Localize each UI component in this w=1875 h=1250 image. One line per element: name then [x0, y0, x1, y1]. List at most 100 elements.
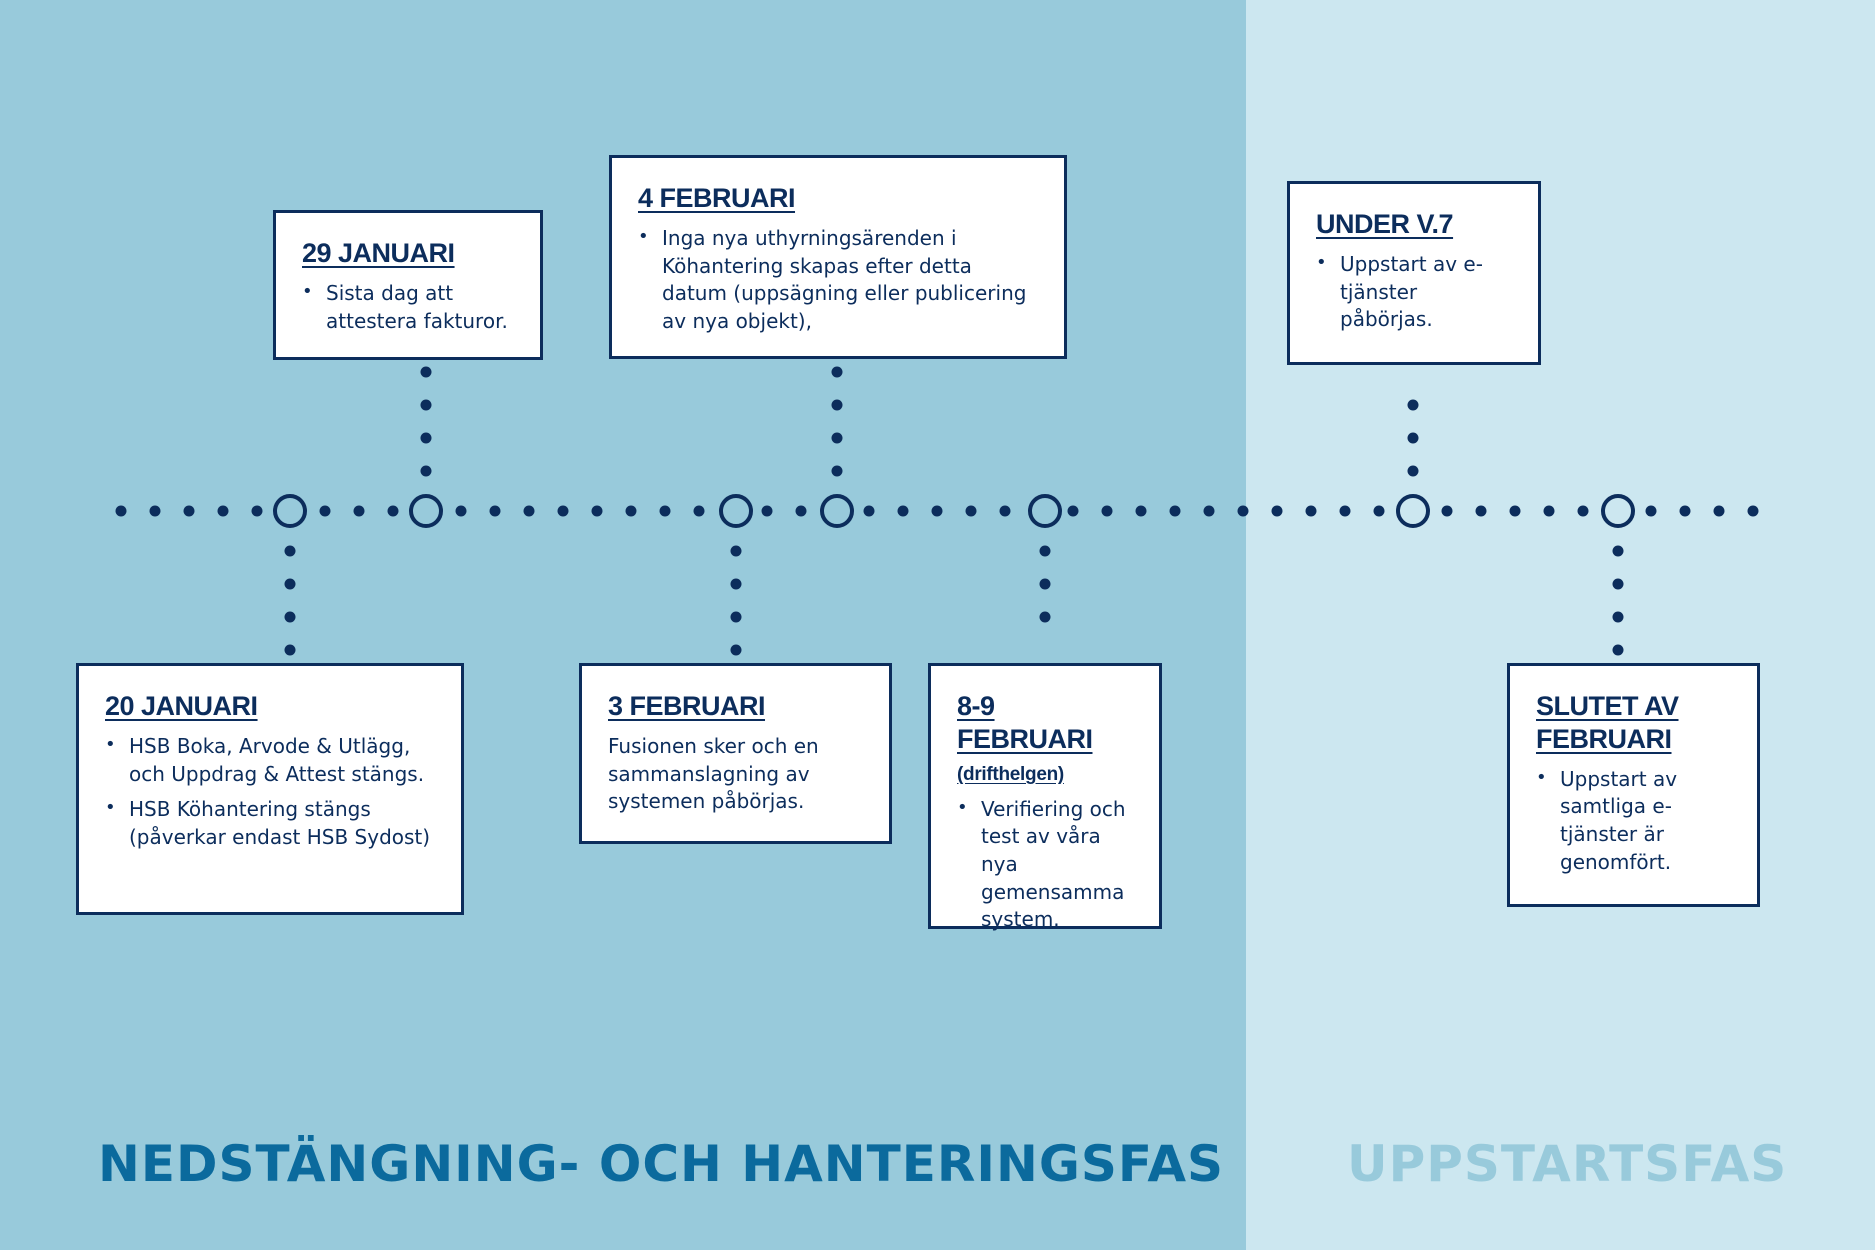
connector-dot — [730, 611, 742, 623]
event-date: 20 JANUARI — [105, 691, 258, 721]
connector-dot — [284, 578, 296, 590]
timeline-dot — [149, 505, 161, 517]
timeline-dot — [251, 505, 263, 517]
event-card-jan20: 20 JANUARI HSB Boka, Arvode & Utlägg, oc… — [76, 663, 464, 915]
connector-dot — [1407, 465, 1419, 477]
timeline-dot — [1645, 505, 1657, 517]
timeline-dot — [591, 505, 603, 517]
timeline-dot — [931, 505, 943, 517]
milestone-marker-endfeb — [1601, 494, 1635, 528]
timeline-dot — [1237, 505, 1249, 517]
event-card-feb4: 4 FEBRUARI Inga nya uthyrningsärenden i … — [609, 155, 1067, 359]
event-date: 4 FEBRUARI — [638, 183, 796, 213]
timeline-dot — [319, 505, 331, 517]
milestone-marker-jan20 — [273, 494, 307, 528]
connector-dot — [831, 366, 843, 378]
event-bullet: HSB Köhantering stängs (påverkar endast … — [105, 796, 437, 851]
event-bullet: Uppstart av samtliga e-tjänster är genom… — [1536, 766, 1733, 876]
event-date: SLUTET AV FEBRUARI — [1536, 691, 1679, 754]
timeline-dot — [1203, 505, 1215, 517]
event-date: 8-9 FEBRUARI — [957, 691, 1093, 754]
event-card-feb89: 8-9 FEBRUARI (drifthelgen) Verifiering o… — [928, 663, 1162, 931]
timeline-dot — [761, 505, 773, 517]
timeline-dot — [1577, 505, 1589, 517]
timeline-dot — [1441, 505, 1453, 517]
timeline-axis — [115, 505, 1759, 517]
event-bullet: Verifiering och test av våra nya gemensa… — [957, 796, 1135, 934]
timeline-dot — [795, 505, 807, 517]
timeline-dot — [659, 505, 671, 517]
event-description: Fusionen sker och en sammanslagning av s… — [608, 733, 819, 814]
milestone-marker-jan29 — [409, 494, 443, 528]
connector-dot — [831, 399, 843, 411]
connector-dot — [420, 432, 432, 444]
connector-dot — [284, 545, 296, 557]
connector-dot — [1612, 644, 1624, 656]
event-card-endfeb: SLUTET AV FEBRUARI Uppstart av samtliga … — [1507, 663, 1760, 907]
event-bullets: Inga nya uthyrningsärenden i Köhantering… — [638, 225, 1040, 335]
event-bullets: Verifiering och test av våra nya gemensa… — [957, 796, 1135, 934]
connector-dot — [1039, 611, 1051, 623]
event-card-v7: UNDER V.7 Uppstart av e-tjänster påbörja… — [1287, 181, 1541, 365]
connector-dot — [284, 644, 296, 656]
timeline-dot — [1305, 505, 1317, 517]
timeline-dot — [1339, 505, 1351, 517]
event-bullet: Uppstart av e-tjänster påbörjas. — [1316, 251, 1514, 334]
connector-dot — [730, 644, 742, 656]
connector-dot — [730, 545, 742, 557]
connector-dot — [420, 366, 432, 378]
connector-dot — [1039, 578, 1051, 590]
timeline-dot — [965, 505, 977, 517]
event-bullets: Uppstart av samtliga e-tjänster är genom… — [1536, 766, 1733, 876]
timeline-dot — [999, 505, 1011, 517]
connector-dot — [730, 578, 742, 590]
connector-dot — [1612, 578, 1624, 590]
event-bullets: Sista dag att attestera fakturor. — [302, 280, 516, 335]
timeline-dot — [1747, 505, 1759, 517]
timeline-dot — [693, 505, 705, 517]
milestone-marker-feb89 — [1028, 494, 1062, 528]
phase-label-startup: UPPSTARTSFAS — [1347, 1135, 1788, 1193]
timeline-dot — [523, 505, 535, 517]
timeline-dot — [863, 505, 875, 517]
connector-dot — [420, 399, 432, 411]
connector-dot — [1612, 611, 1624, 623]
timeline-dot — [1679, 505, 1691, 517]
event-date: UNDER V.7 — [1316, 209, 1454, 239]
event-bullet: HSB Boka, Arvode & Utlägg, och Uppdrag &… — [105, 733, 437, 788]
timeline-dot — [897, 505, 909, 517]
event-bullet: Inga nya uthyrningsärenden i Köhantering… — [638, 225, 1040, 335]
timeline-dot — [217, 505, 229, 517]
event-date: 3 FEBRUARI — [608, 691, 766, 721]
timeline-dot — [183, 505, 195, 517]
timeline-dot — [115, 505, 127, 517]
event-card-jan29: 29 JANUARI Sista dag att attestera faktu… — [273, 210, 543, 360]
timeline-dot — [1101, 505, 1113, 517]
phase-label-closing: NEDSTÄNGNING- OCH HANTERINGSFAS — [98, 1135, 1225, 1193]
connector-dot — [1407, 399, 1419, 411]
connector-dot — [831, 465, 843, 477]
timeline-dot — [387, 505, 399, 517]
timeline-dot — [353, 505, 365, 517]
connector-dot — [1407, 432, 1419, 444]
timeline-dot — [625, 505, 637, 517]
timeline-dot — [489, 505, 501, 517]
event-subtitle: (drifthelgen) — [957, 763, 1064, 785]
timeline-dot — [1509, 505, 1521, 517]
connector-dot — [1039, 545, 1051, 557]
event-date: 29 JANUARI — [302, 238, 455, 268]
event-bullets: HSB Boka, Arvode & Utlägg, och Uppdrag &… — [105, 733, 437, 851]
timeline-dot — [1271, 505, 1283, 517]
timeline-dot — [1475, 505, 1487, 517]
timeline-dot — [1067, 505, 1079, 517]
timeline-dot — [1373, 505, 1385, 517]
connector-dot — [1612, 545, 1624, 557]
timeline-dot — [1135, 505, 1147, 517]
event-bullet: Sista dag att attestera fakturor. — [302, 280, 516, 335]
timeline-connectors — [284, 366, 1624, 656]
connector-dot — [284, 611, 296, 623]
milestone-marker-v7 — [1396, 494, 1430, 528]
timeline-dot — [1169, 505, 1181, 517]
timeline-dot — [1543, 505, 1555, 517]
